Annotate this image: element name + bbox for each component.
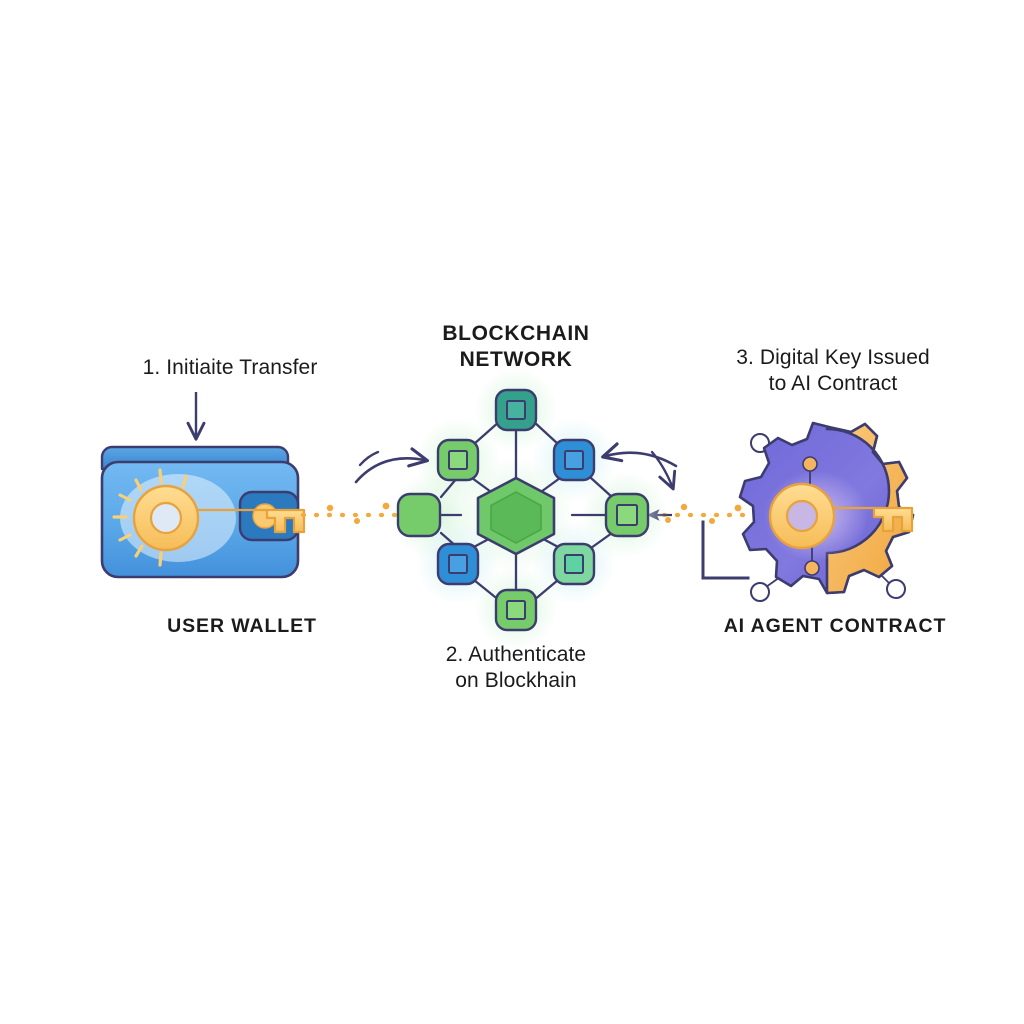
network-node: [436, 542, 480, 586]
label-step-3-digital-key-issued: 3. Digital Key Issued to AI Contract: [736, 346, 930, 395]
blockchain-network-icon: [390, 368, 669, 650]
curved-arrow-right-icon: [354, 447, 429, 484]
network-node: [552, 438, 596, 482]
gear-icon: [738, 421, 915, 602]
label-ai-agent-contract: AI AGENT CONTRACT: [723, 615, 947, 637]
hexagon-hub-icon: [476, 476, 556, 556]
label-step-2-authenticate-on-blockchain: 2. Authenticate on Blockhain: [445, 643, 587, 692]
network-node: [436, 438, 480, 482]
curved-arrow-left-icon: [601, 442, 678, 491]
network-node: [494, 388, 538, 432]
wallet-icon: [100, 445, 306, 581]
key-icon: [132, 484, 306, 552]
key-icon: [768, 482, 914, 550]
network-node: [552, 542, 596, 586]
network-node: [396, 492, 442, 538]
network-node: [494, 588, 538, 632]
leader-bracket-icon: [701, 520, 750, 580]
network-node: [604, 492, 650, 538]
label-step-1-initiate-transfer: 1. Initiaite Transfer: [142, 356, 318, 379]
label-blockchain-network: BLOCKCHAIN NETWORK: [442, 322, 590, 371]
key-rays-icon: [112, 468, 188, 567]
label-user-wallet: USER WALLET: [167, 615, 317, 637]
